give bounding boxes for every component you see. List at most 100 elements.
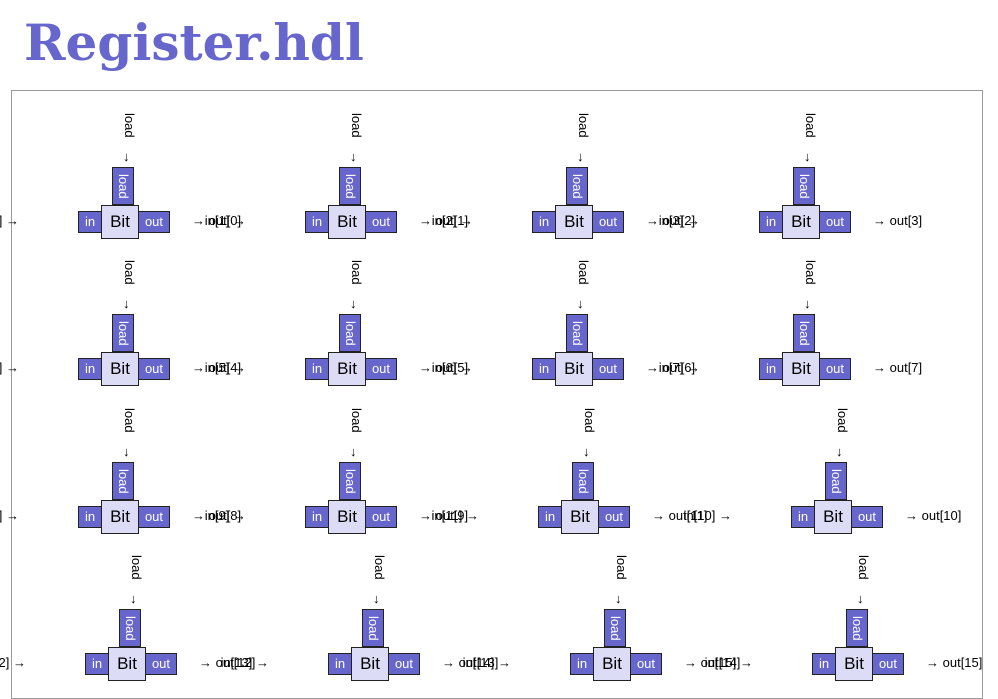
pin-out: out [138, 211, 170, 233]
pin-in: in [812, 653, 836, 675]
arrow-right-icon: → [13, 655, 26, 670]
output-label: → out[1] [419, 213, 469, 228]
pin-load: load [119, 609, 141, 647]
pin-in: in [759, 211, 783, 233]
load-arrow-icon: ↓ [804, 296, 811, 311]
output-label: → out[15] [926, 655, 983, 670]
bit-chip: Bit [328, 205, 366, 239]
arrow-right-icon: → [646, 213, 659, 228]
load-input-label: load [122, 260, 137, 285]
arrow-right-icon: → [873, 360, 886, 375]
arrow-right-icon: → [652, 508, 665, 523]
bit-chip: Bit [835, 647, 873, 681]
pin-out: out [365, 211, 397, 233]
input-label: in[8] → [0, 508, 19, 524]
output-label: → out[6] [646, 360, 696, 375]
load-arrow-icon: ↓ [350, 444, 357, 459]
arrow-right-icon: → [199, 655, 212, 670]
output-label: → out[3] [873, 213, 923, 228]
page-title: Register.hdl [24, 13, 364, 72]
arrow-right-icon: → [684, 655, 697, 670]
load-arrow-icon: ↓ [123, 149, 130, 164]
bit-chip: Bit [593, 647, 631, 681]
input-label: in[1] → [204, 213, 246, 228]
pin-in: in [532, 211, 556, 233]
pin-out: out [819, 358, 851, 380]
load-arrow-icon: ↓ [350, 296, 357, 311]
output-label: → out[13] [442, 655, 499, 670]
arrow-right-icon: → [442, 655, 455, 670]
pin-in: in [538, 506, 562, 528]
pin-load: load [846, 609, 868, 647]
arrow-right-icon: → [233, 360, 246, 375]
arrow-right-icon: → [687, 360, 700, 375]
pin-in: in [759, 358, 783, 380]
bit-chip: Bit [782, 205, 820, 239]
pin-in: in [570, 653, 594, 675]
bit-chip: Bit [328, 352, 366, 386]
pin-load: load [112, 462, 134, 500]
pin-load: load [339, 462, 361, 500]
arrow-right-icon: → [687, 213, 700, 228]
arrow-right-icon: → [905, 508, 918, 523]
arrow-right-icon: → [460, 360, 473, 375]
load-input-label: load [582, 408, 597, 433]
arrow-right-icon: → [233, 213, 246, 228]
pin-load: load [112, 314, 134, 352]
pin-out: out [630, 653, 662, 675]
output-label: → out[2] [646, 213, 696, 228]
pin-out: out [138, 506, 170, 528]
load-arrow-icon: ↓ [577, 296, 584, 311]
output-label: → out[11] [652, 508, 708, 523]
load-arrow-icon: ↓ [804, 149, 811, 164]
pin-load: load [793, 167, 815, 205]
input-label: in[2] → [431, 213, 473, 228]
load-input-label: load [122, 408, 137, 433]
bit-chip: Bit [561, 500, 599, 534]
arrow-right-icon: → [419, 508, 432, 523]
bit-chip: Bit [101, 205, 139, 239]
load-input-label: load [349, 260, 364, 285]
output-label: → out[0] [192, 213, 242, 228]
pin-load: load [339, 167, 361, 205]
load-arrow-icon: ↓ [123, 296, 130, 311]
pin-load: load [566, 314, 588, 352]
load-input-label: load [576, 113, 591, 138]
arrow-right-icon: → [192, 508, 205, 523]
pin-in: in [78, 211, 102, 233]
load-input-label: load [349, 408, 364, 433]
load-input-label: load [803, 113, 818, 138]
pin-in: in [78, 506, 102, 528]
pin-out: out [138, 358, 170, 380]
input-label: in[14] → [462, 655, 511, 670]
arrow-right-icon: → [740, 655, 753, 670]
load-arrow-icon: ↓ [373, 591, 380, 606]
load-input-label: load [803, 260, 818, 285]
output-label: → out[10] [905, 508, 962, 523]
pin-load: load [825, 462, 847, 500]
load-input-label: load [122, 113, 137, 138]
input-label: in[9] → [204, 508, 246, 523]
output-label: → out[8] [192, 508, 242, 523]
load-arrow-icon: ↓ [130, 591, 137, 606]
arrow-right-icon: → [466, 508, 479, 523]
pin-in: in [85, 653, 109, 675]
load-arrow-icon: ↓ [857, 591, 864, 606]
bit-chip: Bit [351, 647, 389, 681]
arrow-right-icon: → [192, 213, 205, 228]
output-label: → out[12] [199, 655, 256, 670]
pin-load: load [112, 167, 134, 205]
arrow-right-icon: → [233, 508, 246, 523]
